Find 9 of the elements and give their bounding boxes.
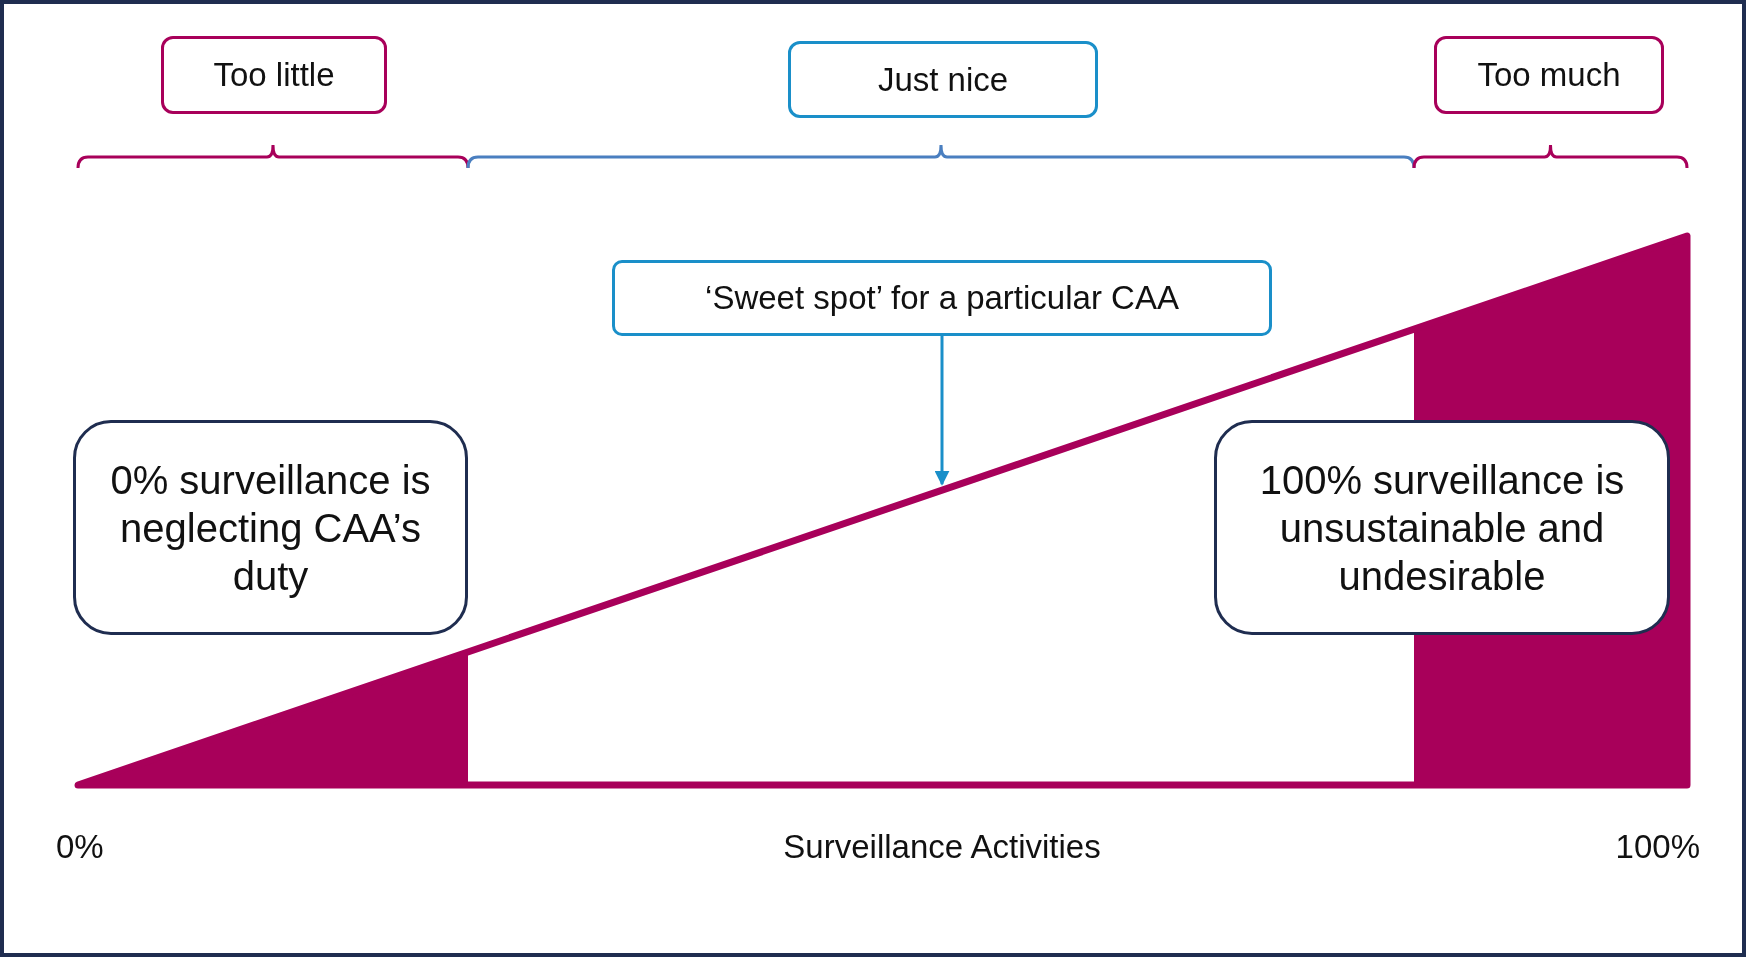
axis-title: Surveillance Activities (783, 828, 1101, 866)
arrow (934, 336, 950, 486)
note-box: 0% surveillance is neglecting CAA’s duty (73, 420, 468, 635)
callout-box: ‘Sweet spot’ for a particular CAA (612, 260, 1272, 336)
category-label: Too much (1434, 36, 1664, 114)
category-label: Just nice (788, 41, 1098, 118)
axis-label: 0% (56, 828, 104, 866)
axis-label: 100% (1615, 828, 1700, 866)
category-label: Too little (161, 36, 387, 114)
